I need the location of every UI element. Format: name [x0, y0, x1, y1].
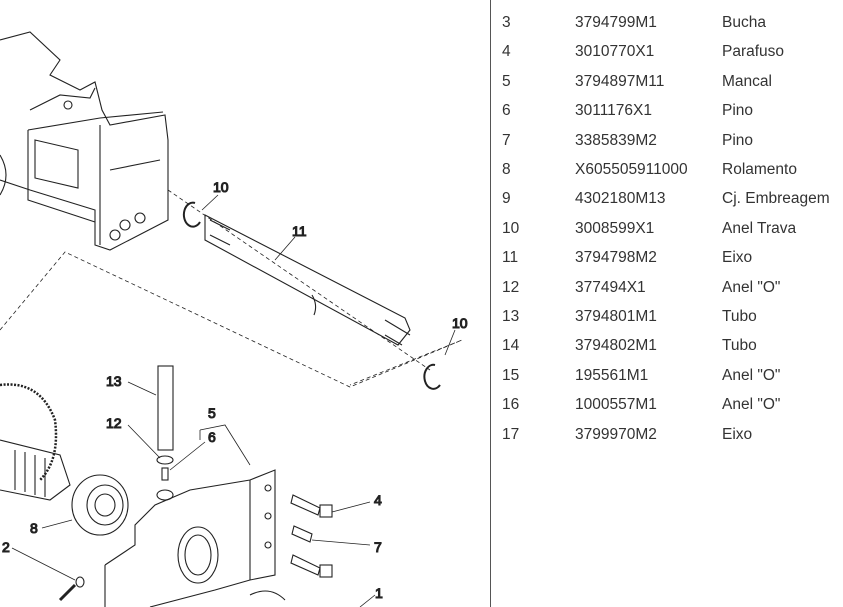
part-description: Rolamento — [722, 161, 797, 178]
callout-11: 11 — [292, 223, 307, 239]
part-description: Eixo — [722, 249, 753, 267]
part-code: 3008599X1 — [575, 219, 655, 237]
callout-1: 1 — [375, 585, 383, 601]
part-code: 377494X1 — [575, 278, 646, 296]
leader-lines — [11, 194, 456, 607]
part-code: 1000557M1 — [575, 396, 657, 414]
pin-7 — [291, 525, 313, 543]
transmission-housing — [0, 31, 169, 251]
snap-ring-10-upper — [182, 201, 201, 228]
part-description: Parafuso — [722, 43, 785, 61]
part-code: 3794799M1 — [575, 14, 657, 31]
tube-13 — [156, 365, 174, 481]
part-code: X605505911000 — [575, 161, 688, 178]
part-description: Mancal — [722, 72, 772, 90]
callout-10-upper: 10 — [213, 179, 229, 195]
exploded-parts-diagram: 10 11 10 13 12 5 6 4 8 7 2 1 — [0, 31, 468, 607]
callout-8: 8 — [30, 520, 38, 536]
part-code: 3011176X1 — [575, 102, 653, 120]
item-number: 12 — [502, 278, 520, 296]
part-description: Anel "O" — [722, 366, 781, 384]
bolt-lower — [290, 554, 333, 578]
part-code: 3010770X1 — [575, 43, 655, 61]
part-description: Pino — [722, 102, 754, 120]
part-description: Cj. Embreagem — [722, 190, 830, 208]
part-code: 3794798M2 — [575, 249, 657, 267]
gear-assembly — [0, 383, 71, 501]
item-number: 9 — [502, 190, 511, 208]
part-description: Tubo — [722, 337, 757, 355]
part-description: Anel "O" — [722, 396, 781, 414]
part-code: 3385839M2 — [575, 131, 657, 149]
shaft-11 — [204, 214, 411, 346]
bearing-8 — [71, 474, 129, 536]
item-number: 7 — [502, 131, 511, 149]
part-code: 3794897M11 — [575, 72, 665, 90]
item-number: 4 — [502, 43, 511, 61]
part-description: Pino — [722, 131, 754, 149]
part-description: Bucha — [722, 14, 766, 31]
part-code: 4302180M13 — [575, 190, 666, 208]
callout-7: 7 — [374, 539, 382, 555]
item-number: 3 — [502, 14, 511, 31]
callout-4: 4 — [374, 492, 382, 508]
item-number: 11 — [502, 249, 519, 267]
callout-2: 2 — [2, 539, 10, 555]
guide-lines — [0, 189, 463, 388]
item-number: 6 — [502, 102, 511, 120]
callout-5: 5 — [208, 405, 216, 421]
callout-12: 12 — [106, 415, 122, 431]
item-number: 15 — [502, 366, 520, 384]
pin-2 — [58, 576, 85, 602]
part-description: Eixo — [722, 425, 753, 443]
column-divider — [490, 0, 491, 607]
item-number: 14 — [502, 337, 520, 355]
callout-13: 13 — [106, 373, 122, 389]
bolt-4 — [290, 494, 333, 518]
part-description: Tubo — [722, 308, 757, 325]
part-description: Anel Trava — [722, 219, 797, 237]
item-number: 16 — [502, 396, 520, 414]
item-number: 8 — [502, 161, 511, 178]
part-code: 3799970M2 — [575, 425, 657, 443]
callout-6: 6 — [208, 429, 216, 445]
item-number: 13 — [502, 308, 520, 325]
item-number: 5 — [502, 72, 511, 90]
part-description: Anel "O" — [722, 278, 781, 296]
part-code: 3794802M1 — [575, 337, 657, 355]
item-number: 17 — [502, 425, 520, 443]
snap-ring-10-lower — [423, 363, 441, 390]
part-code: 3794801M1 — [575, 308, 657, 325]
bracket-5 — [104, 469, 286, 607]
item-number: 10 — [502, 219, 520, 237]
part-code: 195561M1 — [575, 366, 649, 384]
callout-10-lower: 10 — [452, 315, 468, 331]
